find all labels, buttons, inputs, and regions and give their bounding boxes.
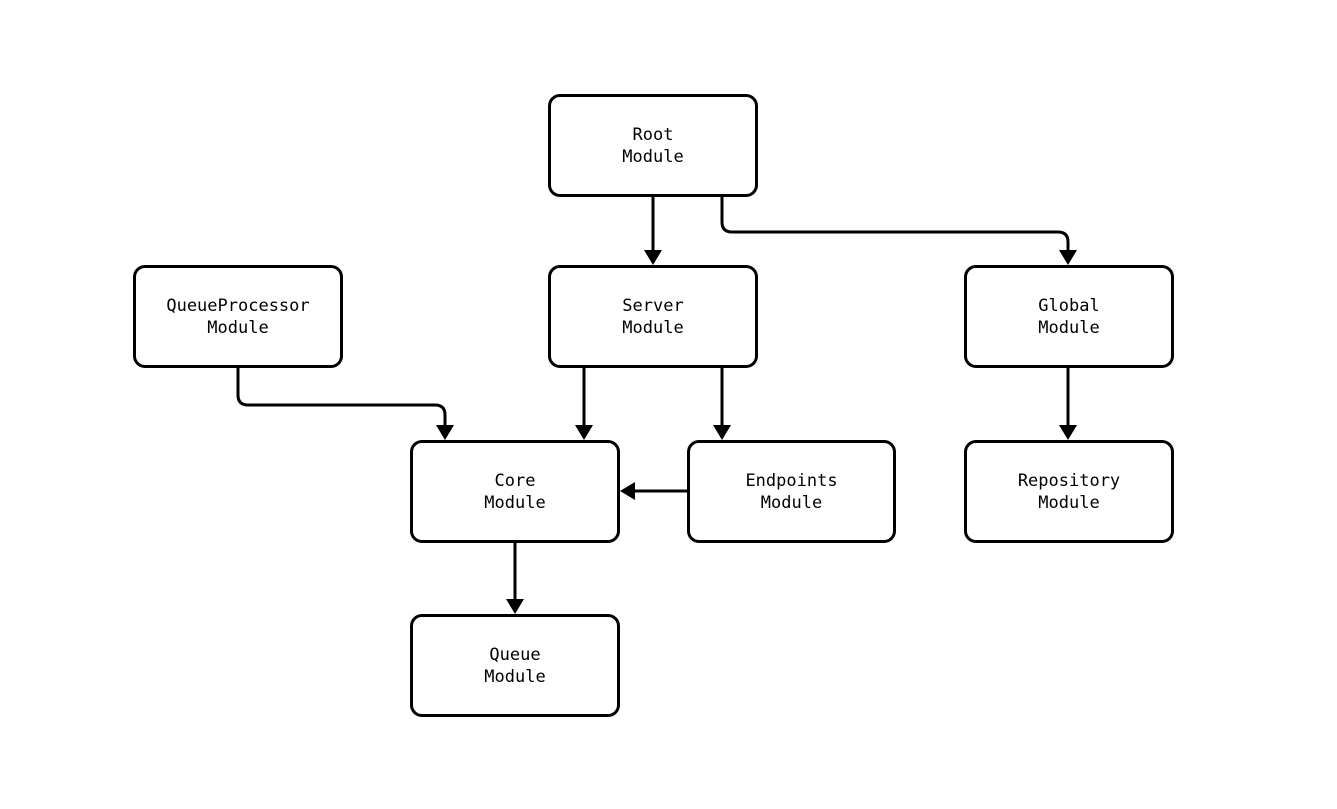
edge-global-to-repository [1059,368,1077,440]
edge-line-queueprocessor-to-core [236,368,447,426]
node-core[interactable]: Core Module [410,440,620,543]
node-server[interactable]: Server Module [548,265,758,368]
edge-server-to-endpoints [713,368,731,440]
edge-line-root-to-global [720,197,1070,251]
node-label-endpoints: Endpoints Module [745,470,838,513]
arrowhead-root-to-server [644,250,662,265]
node-queueprocessor[interactable]: QueueProcessor Module [133,265,343,368]
node-label-global: Global Module [1038,295,1100,338]
node-global[interactable]: Global Module [964,265,1174,368]
arrowhead-core-to-queue [506,599,524,614]
node-repository[interactable]: Repository Module [964,440,1174,543]
arrowhead-root-to-global [1059,250,1077,265]
edge-core-to-queue [506,543,524,614]
node-endpoints[interactable]: Endpoints Module [687,440,896,543]
arrowhead-queueprocessor-to-core [436,425,454,440]
edge-root-to-server [644,197,662,265]
node-label-queueprocessor: QueueProcessor Module [166,295,310,338]
arrowhead-server-to-endpoints [713,425,731,440]
edge-queueprocessor-to-core [236,368,454,440]
edge-endpoints-to-core [620,482,687,500]
edge-root-to-global [720,197,1077,265]
arrowhead-server-to-core [575,425,593,440]
node-label-queue: Queue Module [484,644,546,687]
arrowhead-endpoints-to-core [620,482,635,500]
node-root[interactable]: Root Module [548,94,758,197]
node-label-repository: Repository Module [1017,470,1121,513]
edge-server-to-core [575,368,593,440]
node-label-core: Core Module [484,470,546,513]
node-label-server: Server Module [622,295,684,338]
arrowhead-global-to-repository [1059,425,1077,440]
node-label-root: Root Module [622,124,684,167]
node-queue[interactable]: Queue Module [410,614,620,717]
